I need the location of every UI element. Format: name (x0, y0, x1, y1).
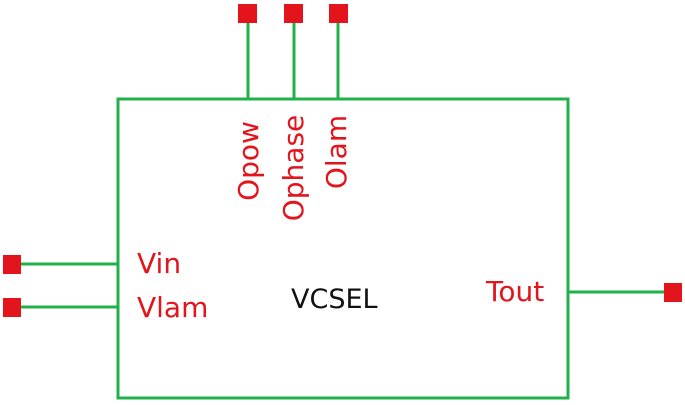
opow-terminal[interactable] (238, 4, 257, 23)
olam-terminal[interactable] (329, 4, 348, 23)
port-label-ophase: Ophase (277, 114, 310, 222)
tout-terminal[interactable] (664, 283, 682, 302)
ophase-terminal[interactable] (284, 4, 303, 23)
block-title: VCSEL (291, 284, 378, 315)
port-label-olam: Olam (320, 114, 353, 190)
vlam-terminal[interactable] (3, 298, 21, 317)
port-label-tout: Tout (486, 275, 545, 308)
port-label-vin: Vin (137, 247, 182, 280)
vcsel-block (116, 97, 570, 400)
vin-terminal[interactable] (3, 255, 21, 274)
port-label-opow: Opow (232, 121, 265, 201)
port-label-vlam: Vlam (137, 291, 209, 324)
